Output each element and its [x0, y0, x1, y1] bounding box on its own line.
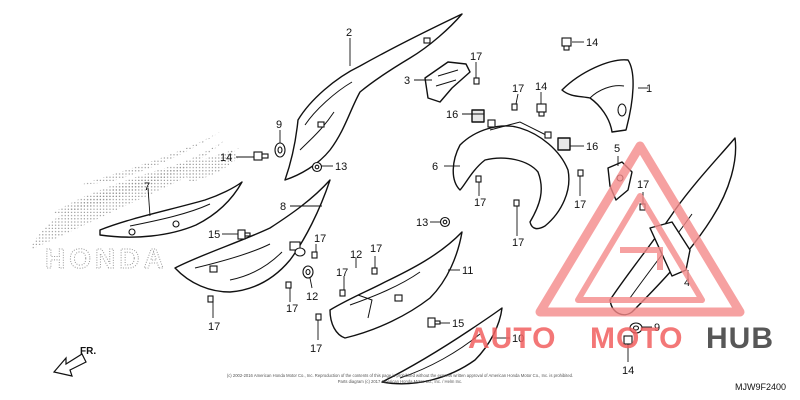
bolt-14-icon [536, 103, 547, 117]
callout-2: 2 [346, 27, 352, 39]
bolt-15-icon [427, 317, 441, 328]
part-7-side-cover [99, 181, 243, 238]
callout-13: 13 [335, 161, 347, 173]
copyright-line-2: Parts diagram (c) 2017 American Honda Mo… [338, 379, 463, 384]
callout-17e: 17 [574, 199, 586, 211]
collar-12-icon [302, 265, 314, 279]
leader-lines [147, 38, 689, 362]
callout-12b: 12 [306, 291, 318, 303]
watermark-wordmark: AUTO MOTO HUB [468, 322, 774, 355]
callout-17h: 17 [370, 243, 382, 255]
callout-15: 15 [208, 229, 220, 241]
callout-17c: 17 [474, 197, 486, 209]
callout-14b: 14 [535, 81, 547, 93]
collar-9-icon [629, 322, 643, 334]
callout-5: 5 [614, 143, 620, 155]
part-3-bracket [424, 61, 471, 103]
fasteners [207, 37, 646, 345]
collar-12-icon [294, 247, 306, 257]
callout-17: 17 [470, 51, 482, 63]
nut-13-icon [439, 216, 451, 228]
callout-14d: 14 [622, 365, 634, 377]
watermark-word-moto: MOTO [590, 322, 683, 355]
watermark-word-hub: HUB [706, 322, 774, 355]
arrow-icon [52, 353, 87, 377]
callout-11: 11 [462, 265, 473, 277]
bolt-14-icon [253, 151, 269, 161]
callout-17b: 17 [512, 83, 524, 95]
clip-icon [423, 37, 431, 44]
callout-16: 16 [446, 109, 458, 121]
front-arrow: FR. [52, 346, 96, 377]
part-10-lower-strip [381, 307, 503, 385]
callout-1: 1 [646, 83, 652, 95]
collar-9-icon [274, 142, 286, 158]
drawing-code: MJW9F2400 [735, 382, 786, 392]
nut-13-icon [311, 161, 323, 173]
callout-17l: 17 [310, 343, 322, 355]
callout-17j: 17 [208, 321, 220, 333]
callout-10: 10 [512, 333, 524, 345]
callout-labels: 1 2 3 4 5 6 7 8 9 9 10 11 12 12 13 13 14… [144, 27, 690, 377]
bolt-14-icon [561, 37, 572, 51]
front-label: FR. [80, 346, 96, 357]
part-2-upper-rail [284, 13, 463, 181]
callout-17g: 17 [314, 233, 326, 245]
callout-17k: 17 [336, 267, 348, 279]
callout-12: 12 [350, 249, 362, 261]
screws-17-icon [207, 77, 646, 321]
callout-7: 7 [144, 181, 150, 193]
part-1-tail-cover [561, 59, 634, 133]
part-16-grommets [471, 109, 571, 151]
callout-9b: 9 [654, 322, 660, 334]
callout-14: 14 [586, 37, 598, 49]
part-8-lower-panel [174, 179, 331, 293]
watermark-word-auto: AUTO [468, 322, 556, 355]
callout-17i: 17 [286, 303, 298, 315]
callout-16b: 16 [586, 141, 598, 153]
callout-4: 4 [684, 277, 690, 289]
callout-17d: 17 [512, 237, 524, 249]
callout-8: 8 [280, 201, 286, 213]
callout-14c: 14 [220, 152, 232, 164]
honda-wing-logo: HONDA [30, 132, 240, 275]
callout-9: 9 [276, 119, 282, 131]
part-11-lower-panel [329, 231, 463, 339]
part-6-inner-panel [452, 119, 570, 230]
copyright-line-1: (c) 2002-2016 American Honda Motor Co., … [227, 373, 573, 378]
callout-6: 6 [432, 161, 438, 173]
honda-logo-text: HONDA [45, 243, 168, 274]
callout-17f: 17 [637, 179, 649, 191]
clip-icon [317, 121, 325, 128]
watermark-logo [535, 141, 745, 317]
callout-13b: 13 [416, 217, 428, 229]
callout-3: 3 [404, 75, 410, 87]
bolt-15-icon [237, 229, 251, 240]
callout-15b: 15 [452, 318, 464, 330]
